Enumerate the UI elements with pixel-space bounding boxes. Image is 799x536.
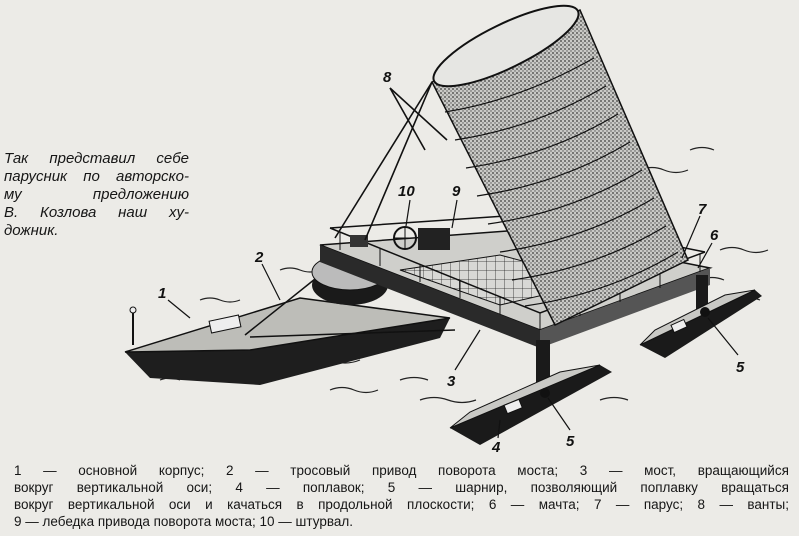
sailboat-illustration: 1 2 3 4 5 5 6 7 8 9 10 (124, 4, 769, 456)
label-hinge-front: 5 (566, 433, 575, 450)
label-sail: 7 (698, 201, 707, 218)
main-hull (124, 297, 451, 385)
cylindrical-sail (430, 4, 689, 326)
label-wheel: 10 (398, 183, 415, 200)
caption-line-5: дожник. (4, 222, 59, 239)
shrouds (334, 81, 448, 241)
label-mast: 6 (710, 227, 719, 244)
label-winch: 9 (452, 183, 461, 200)
float-rear (639, 289, 762, 358)
winch-and-wheel (350, 226, 450, 250)
label-shrouds: 8 (383, 69, 392, 86)
leader-lines (167, 199, 739, 439)
label-hinge-rear: 5 (736, 359, 745, 376)
legend-line-4: 9 — лебедка привода поворота моста; 10 —… (14, 514, 353, 529)
label-bridge: 3 (447, 373, 456, 390)
label-float: 4 (491, 439, 501, 456)
label-rope-drive: 2 (254, 249, 264, 266)
label-main-hull: 1 (158, 285, 166, 302)
float-front (449, 364, 612, 445)
rope-drive (244, 274, 456, 338)
